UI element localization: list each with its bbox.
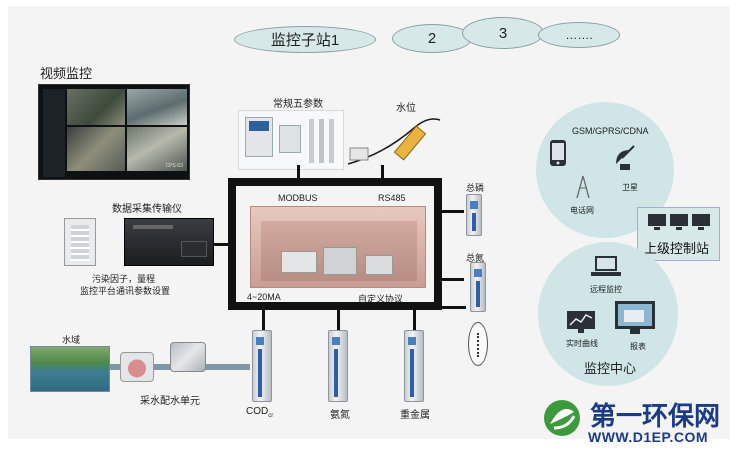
water-area-photo [30,346,110,392]
telephone-tower-icon [576,175,590,199]
analyzer-cod [252,330,272,402]
frame-left [0,0,8,457]
upper-station-box: 上级控制站 [637,207,720,261]
five-param-sensors [238,110,344,170]
analyzer-label-tp: 总磷 [466,183,485,193]
laptop-icon [591,256,621,276]
params-label: 常规五参数 [273,99,323,110]
analyzer-total-phosphorus [466,194,482,236]
water-level-label: 水位 [396,103,416,114]
satellite-label: 卫星 [622,183,638,192]
link-params [297,165,300,179]
water-level-sensor [347,118,441,165]
bus-bottom [228,302,442,310]
protocol-analog: 4~20MA [247,292,281,302]
realtime-label: 实时曲线 [566,339,598,348]
bus-right [434,178,442,310]
report-monitor-icon [615,301,655,334]
sampling-unit-label: 采水配水单元 [140,396,200,407]
analyzer-label-tn: 总氮 [466,253,485,263]
link-water-level [381,165,384,179]
phone-network-label: 电话网 [570,206,594,215]
link-daq [214,243,230,246]
video-wall: CPS-03 [38,84,190,180]
daq-title: 数据采集传输仪 [112,204,182,215]
link-tp [440,210,464,213]
brand-url: WWW.D1EP.COM [588,429,709,445]
realtime-chart-icon [567,311,595,333]
analyzer-label-ammonia: 氨氮 [330,410,350,421]
substation-label: 3 [498,24,508,42]
substation-oval-1: 监控子站1 [234,26,376,53]
substation-label: 2 [427,30,437,47]
substation-oval-2: 2 [392,24,472,53]
phone-icon [550,140,566,166]
monitoring-station-building [250,206,426,288]
satellite-dish-icon [616,145,635,170]
network-label: GSM/GPRS/CDNA [572,126,649,136]
cod-subscript: cr [268,413,274,419]
remote-label: 远程监控 [590,285,622,294]
analyzer-ammonia [328,330,348,402]
daq-device [124,218,214,266]
link-nh3 [337,308,340,330]
link-more-right [440,306,466,309]
brand-name: 第一环保网 [590,401,721,431]
protocol-rs485: RS485 [378,193,406,203]
analyzer-total-nitrogen [470,262,486,312]
bus-left [228,178,236,310]
daq-caption-2: 监控平台通讯参数设置 [80,286,171,296]
brand-logo-icon [544,400,580,436]
frame-right [730,0,750,457]
cod-label: COD [246,406,269,417]
report-label: 报表 [630,342,646,351]
analyzer-label-metal: 重金属 [400,410,430,421]
substation-label: 监控子站1 [270,32,340,49]
daq-caption-1: 污染因子，量程 [92,274,156,284]
analyzer-label-cod: CODcr [246,406,273,419]
protocol-modbus: MODBUS [278,193,318,203]
bus-top [228,178,442,186]
video-title: 视频监控 [40,66,93,81]
frame-bottom [0,439,750,457]
frame-top [0,0,750,6]
daq-panel [64,218,96,266]
more-analyzers-ellipse [468,322,488,366]
pump [120,352,154,382]
link-tn [440,278,464,281]
link-cod [262,308,265,330]
water-area-label: 水域 [62,335,81,345]
monitoring-center-title: 监控中心 [584,361,637,376]
analyzer-heavy-metal [404,330,424,402]
video-screen-tag: CPS-03 [165,163,183,169]
link-metal [413,308,416,330]
substation-oval-more: ……. [538,22,620,48]
substation-oval-3: 3 [462,17,544,49]
substation-label: ……. [565,28,593,42]
protocol-custom: 自定义协议 [358,294,404,304]
upper-station-label: 上级控制站 [644,241,710,256]
computers-icon [648,214,710,230]
filter-valve [170,342,206,372]
